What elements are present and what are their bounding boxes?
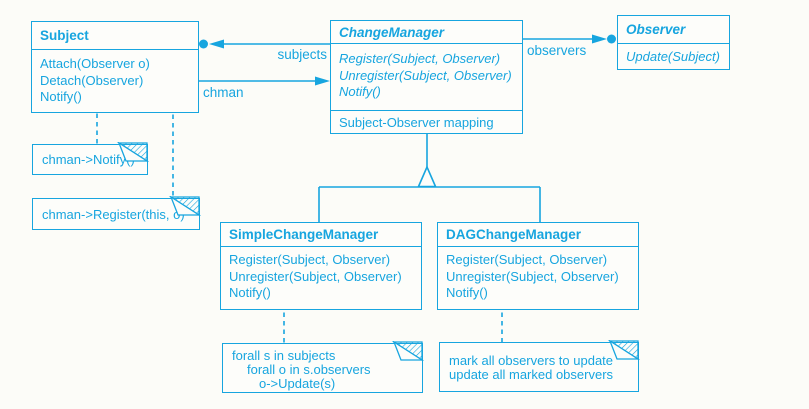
class-change-manager: ChangeManager Register(Subject, Observer…: [330, 20, 523, 134]
multiplicity-ball-icon: [199, 39, 208, 49]
method: Register(Subject, Observer): [446, 252, 608, 267]
method: Detach(Observer): [40, 72, 144, 88]
method: Unregister(Subject, Observer): [446, 268, 619, 284]
edge-label-subjects: subjects: [277, 47, 327, 62]
arrowhead-right-icon: [592, 34, 607, 44]
note-dogear-icon: [168, 196, 201, 217]
multiplicity-ball-icon: [607, 34, 616, 44]
arrowhead-right-icon: [315, 76, 330, 86]
class-methods: Attach(Observer o) Detach(Observer) Noti…: [32, 50, 198, 112]
method: Notify(): [446, 285, 488, 300]
edge-label-observers: observers: [527, 43, 587, 58]
class-dag-change-manager: DAGChangeManager Register(Subject, Obser…: [437, 222, 639, 310]
note-dogear-icon: [116, 142, 149, 163]
method: Update(Subject): [626, 49, 720, 64]
method: Attach(Observer o): [40, 56, 150, 71]
class-title: ChangeManager: [331, 21, 522, 44]
note-text: chman->Register(this, o): [42, 206, 185, 222]
note-text: forall o in s.observers: [247, 362, 371, 377]
class-title: Subject: [32, 22, 198, 50]
inheritance-triangle-icon: [417, 164, 437, 188]
note-dogear-icon: [607, 340, 640, 361]
method: Unregister(Subject, Observer): [339, 67, 512, 83]
generalization-connector: [318, 134, 541, 222]
class-methods: Update(Subject): [618, 44, 729, 72]
arrowhead-left-icon: [209, 39, 224, 49]
note-text: mark all observers to update: [449, 353, 614, 368]
note-dag-pseudocode: mark all observers to update update all …: [439, 340, 640, 392]
note-text: chman->Notify(): [42, 152, 135, 167]
method: Notify(): [339, 84, 381, 99]
note-text: o->Update(s): [259, 376, 336, 391]
class-methods: Register(Subject, Observer) Unregister(S…: [221, 247, 421, 308]
note-text: forall s in subjects: [232, 348, 336, 363]
class-subject: Subject Attach(Observer o) Detach(Observ…: [31, 21, 199, 113]
class-observer: Observer Update(Subject): [617, 15, 730, 70]
method: Register(Subject, Observer): [229, 252, 391, 267]
edge-label-chman: chman: [203, 85, 244, 100]
note-chman-notify: chman->Notify(): [32, 142, 149, 175]
class-simple-change-manager: SimpleChangeManager Register(Subject, Ob…: [220, 222, 422, 310]
class-title: Observer: [618, 16, 729, 44]
class-methods: Register(Subject, Observer) Unregister(S…: [438, 247, 638, 308]
note-dogear-icon: [391, 341, 424, 362]
note-chman-register: chman->Register(this, o): [32, 196, 201, 230]
class-methods: Register(Subject, Observer) Unregister(S…: [331, 44, 522, 110]
class-attribute: Subject-Observer mapping: [331, 110, 522, 134]
class-title: SimpleChangeManager: [221, 223, 421, 247]
method: Notify(): [40, 89, 82, 104]
note-text: update all marked observers: [449, 367, 614, 382]
method: Unregister(Subject, Observer): [229, 268, 402, 284]
class-title: DAGChangeManager: [438, 223, 638, 247]
method: Notify(): [229, 285, 271, 300]
method: Register(Subject, Observer): [339, 51, 501, 66]
note-simple-pseudocode: forall s in subjects forall o in s.obser…: [222, 341, 424, 393]
